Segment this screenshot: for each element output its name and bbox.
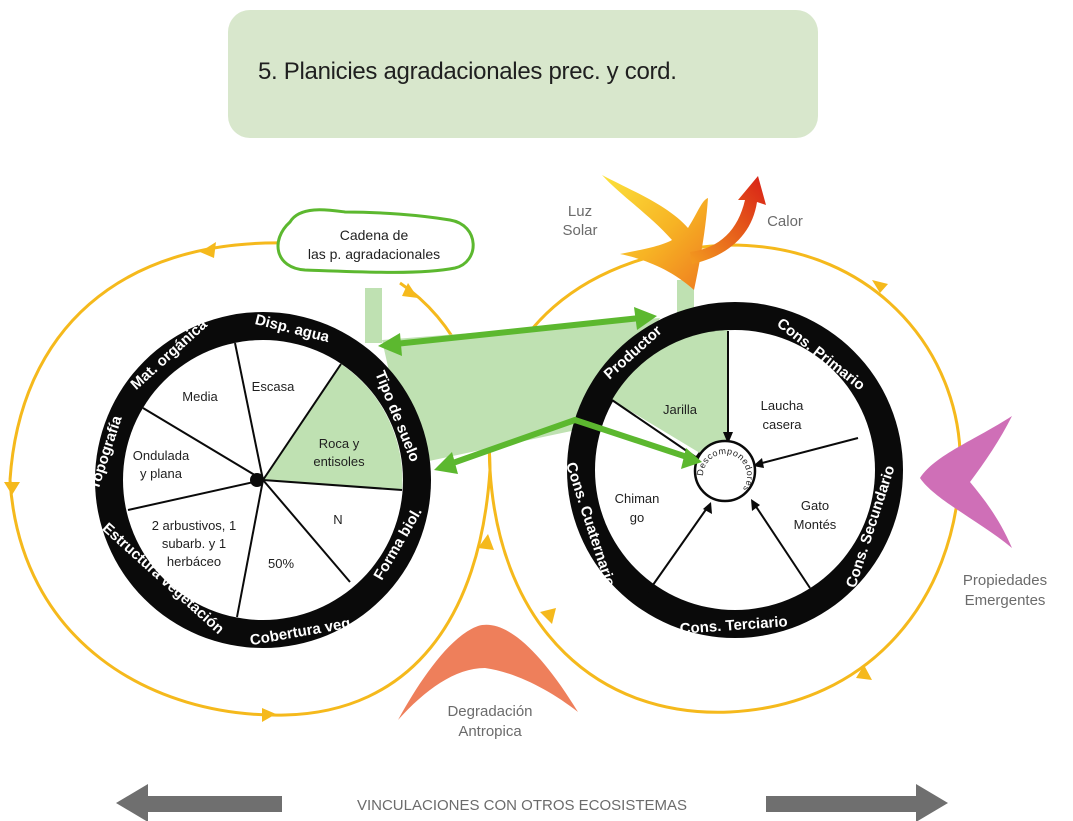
- link-arrows: [392, 315, 693, 467]
- sector-disp-agua: Escasa: [252, 379, 295, 394]
- sector-forma-biol: N: [333, 512, 342, 527]
- right-wheel: [567, 302, 903, 638]
- left-wheel: [95, 312, 431, 648]
- heat-label: Calor: [767, 213, 803, 230]
- degradation-icon: [398, 624, 578, 720]
- callout-bubble: [276, 208, 475, 274]
- diagram-title: 5. Planicies agradacionales prec. y cord…: [258, 58, 677, 85]
- sector-mat-organica: Media: [182, 389, 218, 404]
- heat-arrow-icon: [690, 176, 766, 264]
- sector-cobertura: 50%: [268, 556, 294, 571]
- ecosystem-links-label: VINCULACIONES CON OTROS ECOSISTEMAS: [357, 797, 687, 814]
- ecosystem-links-arrows: [116, 784, 948, 821]
- connection-bands: [365, 280, 694, 465]
- link-arrowheads: [378, 307, 702, 474]
- flow-arrowheads: [4, 242, 888, 722]
- left-cycle: [8, 241, 286, 481]
- left-sector-soil-highlight: [263, 364, 403, 490]
- title-box: [228, 10, 818, 138]
- sun-icon: [602, 175, 708, 290]
- right-sector-producer-highlight: [612, 330, 728, 470]
- emergent-properties-icon: [920, 416, 1012, 548]
- sector-productor: Jarilla: [663, 402, 698, 417]
